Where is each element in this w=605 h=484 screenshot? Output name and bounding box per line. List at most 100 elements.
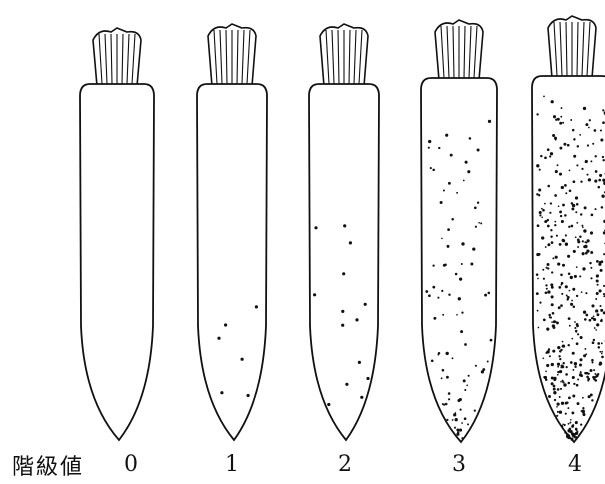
disease-spot xyxy=(584,348,586,350)
grade-label-2: 2 xyxy=(338,452,352,477)
disease-spot xyxy=(557,164,559,166)
disease-spot xyxy=(579,236,581,238)
disease-spot xyxy=(539,211,542,214)
disease-spot xyxy=(478,222,480,224)
disease-spot xyxy=(355,318,358,321)
disease-spot xyxy=(569,422,571,424)
disease-spot xyxy=(576,266,578,268)
disease-spot xyxy=(537,224,540,227)
disease-spot xyxy=(574,321,576,323)
disease-spot xyxy=(562,264,565,267)
disease-spot xyxy=(342,272,345,275)
disease-spot xyxy=(602,156,604,158)
disease-spot xyxy=(568,317,571,320)
disease-spot xyxy=(564,184,567,187)
grade-label-4: 4 xyxy=(568,452,582,477)
disease-spot xyxy=(566,295,568,297)
disease-spot xyxy=(475,226,477,228)
disease-spot xyxy=(591,214,594,217)
disease-spot xyxy=(559,358,561,360)
disease-spot xyxy=(579,364,582,367)
disease-spot xyxy=(567,255,570,258)
disease-spot xyxy=(572,376,575,379)
disease-spot xyxy=(594,208,596,210)
disease-spot xyxy=(547,290,550,293)
disease-spot xyxy=(217,337,220,340)
disease-spot xyxy=(568,397,571,400)
disease-spot xyxy=(541,208,543,210)
disease-spot xyxy=(446,376,449,379)
disease-spot xyxy=(360,396,363,399)
disease-spot xyxy=(580,181,582,183)
disease-spot xyxy=(433,317,436,320)
disease-spot xyxy=(553,391,556,394)
disease-spot xyxy=(586,372,589,375)
grade-label-0: 0 xyxy=(124,452,138,477)
disease-spot xyxy=(547,267,549,269)
disease-spot xyxy=(601,342,603,344)
disease-spot xyxy=(577,246,579,248)
disease-spot xyxy=(566,401,568,403)
disease-spot xyxy=(593,339,595,341)
disease-spot xyxy=(474,409,476,411)
disease-spot xyxy=(564,424,566,426)
disease-spot xyxy=(601,260,604,263)
disease-spot xyxy=(589,262,591,264)
disease-spot xyxy=(588,127,590,129)
disease-spot xyxy=(461,437,463,439)
disease-spot xyxy=(571,225,574,228)
disease-spot xyxy=(545,284,547,286)
disease-spot xyxy=(541,216,543,218)
disease-spot xyxy=(546,288,548,290)
disease-spot xyxy=(599,351,601,353)
disease-spot xyxy=(599,174,602,177)
disease-spot xyxy=(484,294,487,297)
disease-spot xyxy=(545,291,548,294)
disease-spot xyxy=(477,149,480,152)
disease-spot xyxy=(442,403,444,405)
disease-spot xyxy=(598,179,601,182)
disease-spot xyxy=(589,119,591,121)
disease-spot xyxy=(575,330,578,333)
disease-spot xyxy=(601,351,603,353)
disease-spot xyxy=(594,373,596,375)
disease-spot xyxy=(565,243,568,246)
disease-spot xyxy=(568,382,571,385)
disease-spot xyxy=(598,186,601,189)
disease-spot xyxy=(547,225,550,228)
disease-spot xyxy=(562,380,564,382)
grade-label-1: 1 xyxy=(225,452,239,477)
disease-spot xyxy=(592,143,594,145)
disease-spot xyxy=(556,321,559,324)
disease-spot xyxy=(561,186,564,189)
disease-spot xyxy=(450,154,453,157)
disease-spot xyxy=(559,370,562,373)
disease-spot xyxy=(220,391,223,394)
disease-spot xyxy=(488,120,491,123)
disease-spot xyxy=(567,344,569,346)
disease-spot xyxy=(571,300,573,302)
disease-spot xyxy=(577,402,580,405)
disease-spot xyxy=(488,292,491,295)
disease-spot xyxy=(570,438,573,441)
disease-spot xyxy=(572,288,575,291)
disease-spot xyxy=(590,251,593,254)
disease-spot xyxy=(565,192,567,194)
disease-spot xyxy=(601,356,604,359)
disease-spot xyxy=(569,325,571,327)
disease-spot xyxy=(550,283,553,286)
disease-spot xyxy=(547,185,550,188)
disease-spot xyxy=(448,182,451,185)
disease-spot xyxy=(448,293,450,295)
disease-spot xyxy=(586,174,588,176)
disease-spot xyxy=(574,275,577,278)
disease-spot xyxy=(441,377,443,379)
disease-spot xyxy=(556,235,558,237)
disease-spot xyxy=(551,303,554,306)
disease-spot xyxy=(560,388,562,390)
disease-spot xyxy=(557,374,559,376)
radish-body-2 xyxy=(309,84,379,440)
disease-spot xyxy=(241,358,244,361)
disease-spot xyxy=(582,252,585,255)
disease-spot xyxy=(536,113,538,115)
